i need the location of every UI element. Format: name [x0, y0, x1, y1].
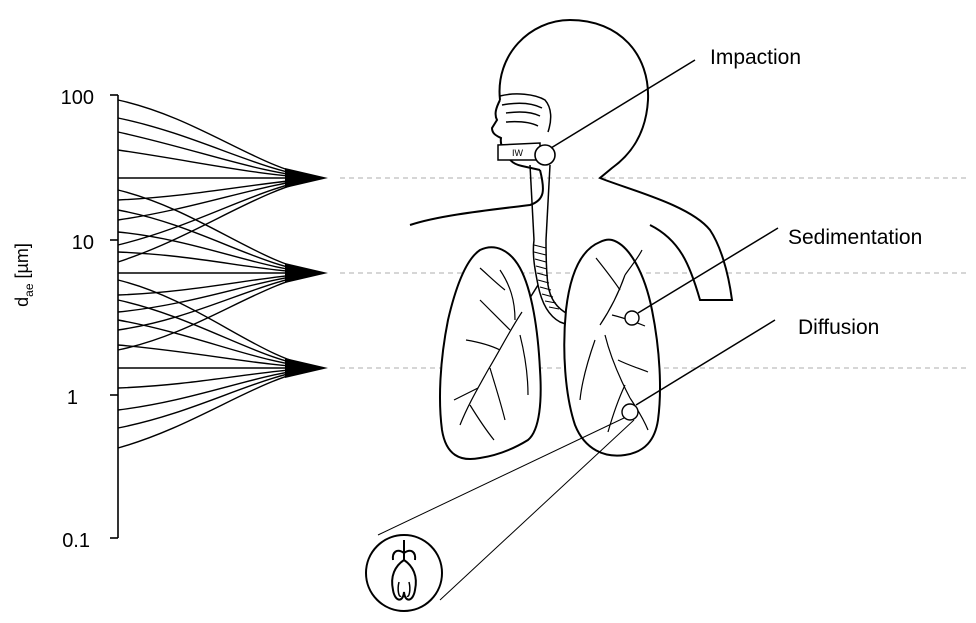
size-axis: 100 10 1 0.1 dae [µm] [12, 87, 118, 552]
label-diffusion: Diffusion [798, 316, 879, 339]
alveolus-zoom-icon [366, 535, 442, 611]
arrow-sedimentation [285, 263, 328, 283]
diffusion-site-marker [622, 404, 638, 420]
arrow-impaction [285, 168, 328, 188]
svg-text:IW: IW [512, 148, 524, 158]
tick-label-10: 10 [72, 232, 94, 254]
tick-label-0-1: 0.1 [62, 530, 90, 552]
arrow-diffusion [285, 358, 328, 378]
tick-label-1: 1 [67, 387, 78, 409]
sedimentation-site-marker [625, 311, 639, 325]
label-impaction: Impaction [710, 46, 801, 69]
left-lung [440, 247, 541, 459]
axis-title: dae [µm] [12, 243, 36, 307]
tick-label-100: 100 [61, 87, 94, 109]
human-figure-illustration [410, 20, 732, 300]
label-sedimentation: Sedimentation [788, 226, 922, 249]
